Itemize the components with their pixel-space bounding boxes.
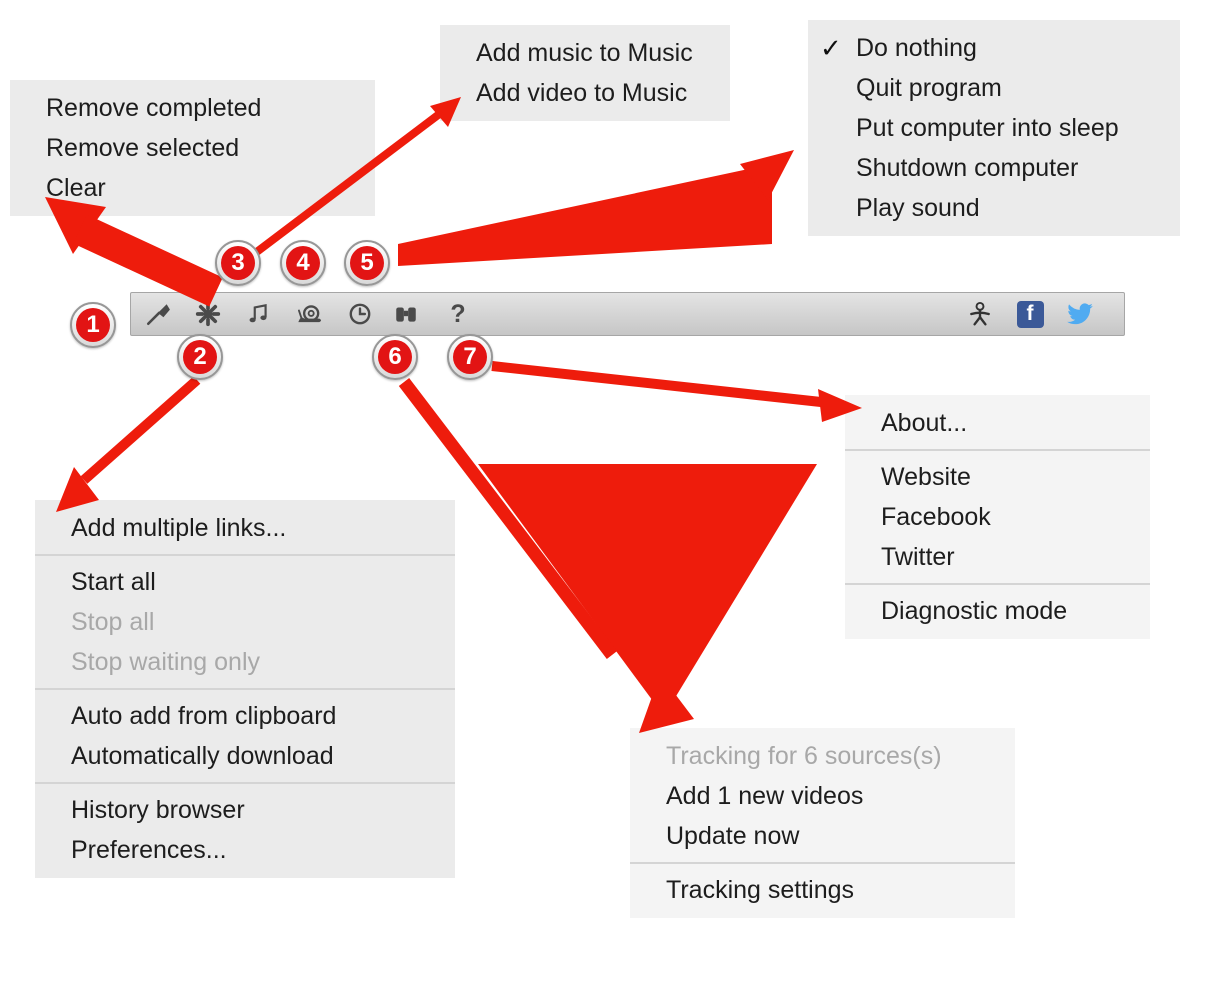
menu-item-clear[interactable]: Clear [46, 174, 106, 202]
menu-item-update-now[interactable]: Update now [666, 822, 800, 850]
menu-separator [845, 583, 1150, 585]
menu-item-twitter[interactable]: Twitter [881, 543, 955, 571]
menu-item-facebook[interactable]: Facebook [881, 503, 991, 531]
menu-item-automatically-download[interactable]: Automatically download [71, 742, 334, 770]
schedule-button[interactable] [345, 299, 375, 329]
menu-main: Add multiple links... Start all Stop all… [35, 500, 455, 878]
callout-number: 6 [378, 340, 412, 374]
callout-badge-6: 6 [372, 334, 418, 380]
tracking-button[interactable] [391, 299, 421, 329]
app-toolbar: ? f [130, 292, 1125, 336]
menu-item-add-video[interactable]: Add video to Music [476, 79, 688, 107]
menu-item-sleep[interactable]: Put computer into sleep [856, 114, 1119, 142]
menu-remove: Remove completed Remove selected Clear [10, 80, 375, 216]
callout-number: 5 [350, 246, 384, 280]
settings-button[interactable] [193, 299, 223, 329]
callout-badge-7: 7 [447, 334, 493, 380]
menu-item-do-nothing[interactable]: ✓ Do nothing [808, 28, 1180, 68]
menu-item-remove-selected[interactable]: Remove selected [46, 134, 240, 162]
binoculars-icon [393, 301, 419, 327]
menu-item-add-multiple-links[interactable]: Add multiple links... [71, 514, 287, 542]
music-note-icon [245, 301, 271, 327]
slow-mode-button[interactable] [295, 299, 325, 329]
callout-number: 3 [221, 246, 255, 280]
menu-tracking: Tracking for 6 sources(s) Add 1 new vide… [630, 728, 1015, 918]
menu-itunes: Add music to Music Add video to Music [440, 25, 730, 121]
facebook-link[interactable]: f [1015, 299, 1045, 329]
question-mark-icon: ? [450, 299, 466, 328]
menu-item-add-music[interactable]: Add music to Music [476, 39, 693, 67]
menu-help: About... Website Facebook Twitter Diagno… [845, 395, 1150, 639]
twitter-bird-icon [1066, 300, 1094, 328]
twitter-link[interactable] [1065, 299, 1095, 329]
menu-item-stop-waiting-only: Stop waiting only [71, 648, 261, 676]
menu-item-history-browser[interactable]: History browser [71, 796, 245, 824]
clean-list-button[interactable] [143, 299, 173, 329]
menu-separator [35, 688, 455, 690]
callout-badge-5: 5 [344, 240, 390, 286]
menu-separator [35, 782, 455, 784]
callout-number: 4 [286, 246, 320, 280]
menu-item-about[interactable]: About... [881, 409, 968, 437]
help-button[interactable]: ? [443, 299, 473, 329]
menu-item-shutdown[interactable]: Shutdown computer [856, 154, 1079, 182]
gear-icon [195, 301, 221, 327]
menu-separator [35, 554, 455, 556]
person-icon [967, 301, 993, 327]
menu-item-tracking-settings[interactable]: Tracking settings [666, 876, 855, 904]
menu-completion: ✓ Do nothing Quit program Put computer i… [808, 20, 1180, 236]
menu-item-diagnostic-mode[interactable]: Diagnostic mode [881, 597, 1068, 625]
broom-icon [145, 301, 171, 327]
callout-number: 7 [453, 340, 487, 374]
menu-item-stop-all: Stop all [71, 608, 155, 636]
menu-item-label: Do nothing [856, 34, 977, 62]
callout-number: 1 [76, 308, 110, 342]
menu-item-play-sound[interactable]: Play sound [856, 194, 980, 222]
menu-item-quit-program[interactable]: Quit program [856, 74, 1002, 102]
checkmark-icon: ✓ [820, 33, 842, 63]
menu-separator [845, 449, 1150, 451]
snail-icon [296, 300, 324, 328]
menu-item-remove-completed[interactable]: Remove completed [46, 94, 262, 122]
feedback-button[interactable] [965, 299, 995, 329]
menu-item-add-new-videos[interactable]: Add 1 new videos [666, 782, 864, 810]
callout-badge-2: 2 [177, 334, 223, 380]
clock-icon [347, 301, 373, 327]
callout-number: 2 [183, 340, 217, 374]
callout-badge-1: 1 [70, 302, 116, 348]
menu-separator [630, 862, 1015, 864]
callout-badge-3: 3 [215, 240, 261, 286]
menu-item-start-all[interactable]: Start all [71, 568, 156, 596]
menu-item-tracking-sources: Tracking for 6 sources(s) [666, 742, 942, 770]
facebook-icon: f [1016, 300, 1044, 328]
menu-item-preferences[interactable]: Preferences... [71, 836, 227, 864]
menu-item-auto-add-clipboard[interactable]: Auto add from clipboard [71, 702, 337, 730]
music-button[interactable] [243, 299, 273, 329]
menu-item-website[interactable]: Website [881, 463, 971, 491]
callout-badge-4: 4 [280, 240, 326, 286]
